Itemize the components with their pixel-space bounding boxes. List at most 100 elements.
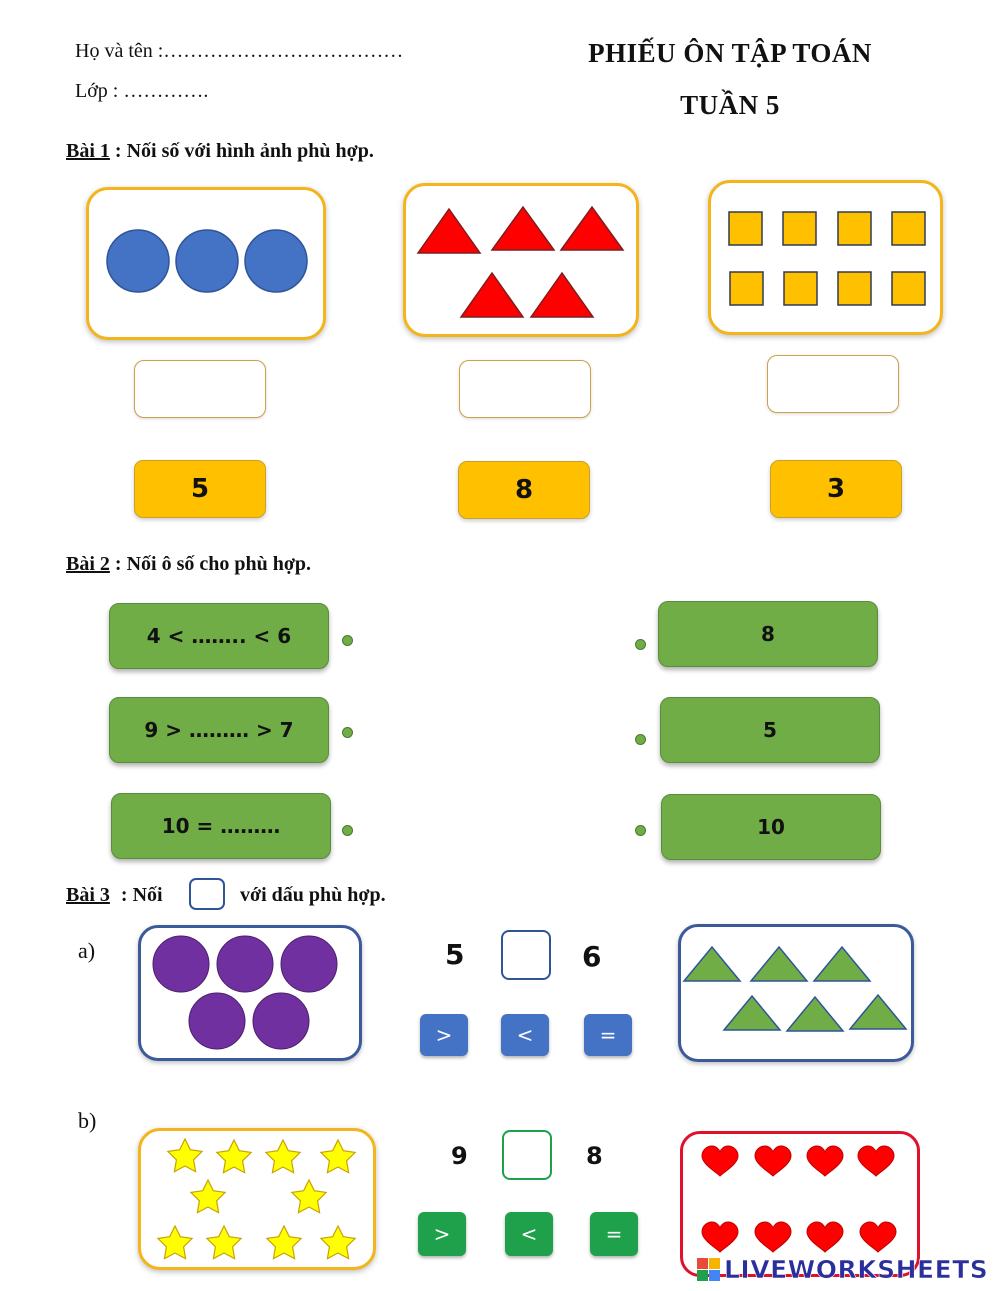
liveworksheets-logo-icon — [697, 1257, 720, 1281]
yellow-square — [728, 211, 763, 246]
green-triangle — [722, 994, 782, 1031]
bai3-instruction-suffix: với dấu phù hợp. — [240, 884, 386, 906]
bai2-heading: Bài 2 : Nối ô số cho phù hợp. — [66, 553, 311, 576]
bai2-instruction: : Nối ô số cho phù hợp. — [114, 553, 312, 575]
blue-circle — [244, 229, 308, 293]
purple-circle — [216, 935, 274, 993]
card-stars[interactable] — [138, 1128, 376, 1270]
right-connector-dot-2[interactable] — [635, 734, 646, 745]
star — [216, 1139, 252, 1174]
yellow-square — [891, 271, 926, 306]
green-triangle — [812, 945, 872, 982]
purple-circle — [280, 935, 338, 993]
squares-image — [728, 211, 926, 306]
right-item-3[interactable]: 10 — [661, 794, 881, 860]
red-triangle — [529, 271, 595, 318]
heart — [754, 1221, 792, 1253]
bai1-heading: Bài 1 : Nối số với hình ảnh phù hợp. — [66, 140, 374, 163]
circles-image — [106, 229, 308, 293]
part-a-left-number: 5 — [445, 938, 465, 971]
green-triangle — [848, 993, 908, 1030]
number-tile-3[interactable]: 3 — [770, 460, 902, 518]
green-triangle — [682, 945, 742, 982]
heart — [701, 1221, 739, 1253]
purple-circle — [252, 992, 310, 1050]
heart — [857, 1145, 895, 1177]
name-label: Họ và tên :……………………………… — [75, 40, 404, 62]
left-connector-dot-3[interactable] — [342, 825, 353, 836]
part-b-equal-button[interactable]: = — [590, 1212, 638, 1256]
red-triangle — [459, 271, 525, 318]
star — [266, 1225, 302, 1260]
right-item-1[interactable]: 8 — [658, 601, 878, 667]
part-a-answer-square[interactable] — [501, 930, 551, 980]
part-a-greater-button[interactable]: > — [420, 1014, 468, 1056]
part-b-label: b) — [78, 1108, 97, 1133]
stars-image — [157, 1138, 356, 1260]
green-triangle — [785, 995, 845, 1032]
right-item-2[interactable]: 5 — [660, 697, 880, 763]
yellow-square — [837, 211, 872, 246]
yellow-square — [783, 271, 818, 306]
left-item-1[interactable]: 4 < …….. < 6 — [109, 603, 329, 669]
instruction-square-icon — [189, 878, 225, 910]
triangles-image — [416, 205, 625, 318]
part-b-less-button[interactable]: < — [505, 1212, 553, 1256]
bai3-instruction-prefix: : Nối — [120, 884, 163, 906]
bai3-heading: Bài 3 : Nối — [66, 884, 163, 907]
card-green-triangles[interactable] — [678, 924, 914, 1062]
star — [265, 1139, 301, 1174]
green-triangle — [749, 945, 809, 982]
page-title: PHIẾU ÔN TẬP TOÁN — [588, 38, 872, 68]
left-connector-dot-1[interactable] — [342, 635, 353, 646]
yellow-square — [891, 211, 926, 246]
part-a-label: a) — [78, 938, 96, 963]
green-triangles-image — [682, 945, 908, 1032]
heart — [806, 1145, 844, 1177]
part-a-equal-button[interactable]: = — [584, 1014, 632, 1056]
part-a-right-number: 6 — [582, 940, 602, 973]
bai1-instruction: : Nối số với hình ảnh phù hợp. — [114, 140, 374, 162]
bai2-label: Bài 2 — [66, 553, 110, 575]
right-connector-dot-3[interactable] — [635, 825, 646, 836]
part-a-less-button[interactable]: < — [501, 1014, 549, 1056]
number-tile-1[interactable]: 5 — [134, 460, 266, 518]
class-label: Lớp : …………. — [75, 80, 209, 102]
card-purple-circles[interactable] — [138, 925, 362, 1061]
heart — [754, 1145, 792, 1177]
part-b-left-number: 9 — [451, 1142, 468, 1170]
star — [157, 1225, 193, 1260]
number-tile-2[interactable]: 8 — [458, 461, 590, 519]
answer-box-2[interactable] — [459, 360, 591, 418]
left-connector-dot-2[interactable] — [342, 727, 353, 738]
heart — [859, 1221, 897, 1253]
card-circles[interactable] — [86, 187, 326, 340]
star — [320, 1139, 356, 1174]
answer-box-1[interactable] — [134, 360, 266, 418]
star — [167, 1138, 203, 1173]
left-item-2[interactable]: 9 > ……… > 7 — [109, 697, 329, 763]
right-connector-dot-1[interactable] — [635, 639, 646, 650]
card-squares[interactable] — [708, 180, 943, 335]
yellow-square — [729, 271, 764, 306]
star — [190, 1179, 226, 1214]
purple-circle — [152, 935, 210, 993]
watermark: LIVEWORKSHEETS — [697, 1254, 988, 1284]
blue-circle — [106, 229, 170, 293]
card-hearts[interactable] — [680, 1131, 920, 1277]
left-item-3[interactable]: 10 = ……… — [111, 793, 331, 859]
red-triangle — [416, 207, 482, 254]
bai1-label: Bài 1 — [66, 140, 110, 162]
part-b-greater-button[interactable]: > — [418, 1212, 466, 1256]
star — [291, 1179, 327, 1214]
part-b-answer-square[interactable] — [502, 1130, 552, 1180]
red-triangle — [490, 205, 556, 251]
answer-box-3[interactable] — [767, 355, 899, 413]
card-triangles[interactable] — [403, 183, 639, 337]
red-triangle — [559, 205, 625, 251]
part-b-right-number: 8 — [586, 1142, 603, 1170]
heart — [806, 1221, 844, 1253]
watermark-text: LIVEWORKSHEETS — [724, 1254, 989, 1284]
page-subtitle: TUẦN 5 — [680, 90, 780, 120]
purple-circle — [188, 992, 246, 1050]
